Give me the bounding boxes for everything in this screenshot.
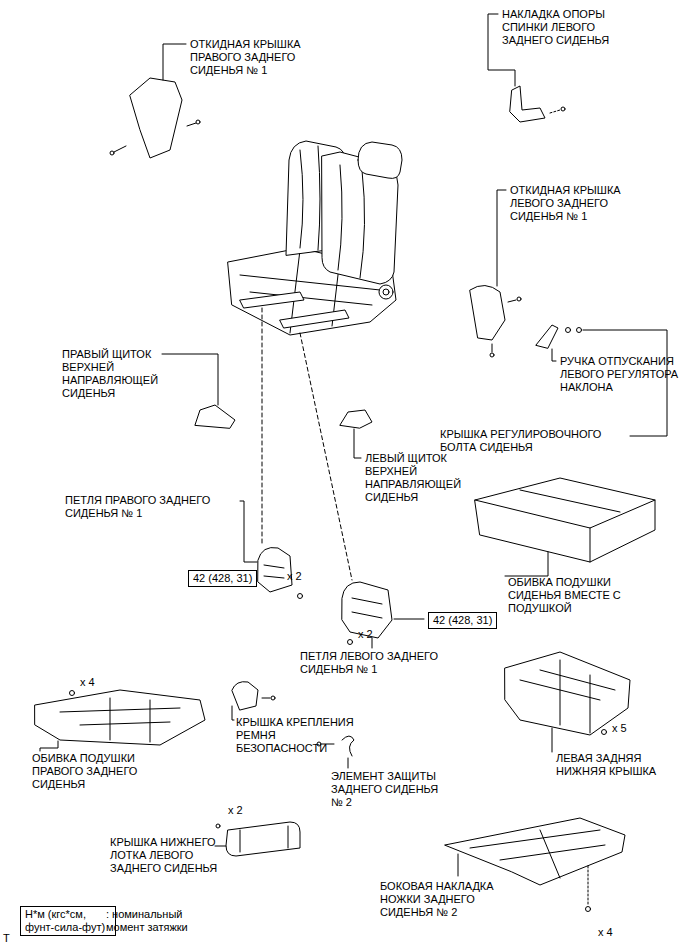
release-handle [536, 325, 558, 348]
screw-line [550, 110, 560, 113]
leader-line [232, 706, 234, 720]
bolt [298, 594, 303, 599]
screw [196, 120, 200, 124]
part-name: ОТКИДНАЯ КРЫШКА ЛЕВОГО ЗАДНЕГО СИДЕНЬЯ №… [510, 184, 640, 223]
leader-line [215, 846, 226, 847]
lower-cover [505, 652, 630, 735]
trim-rib [60, 698, 180, 742]
quantity-mark: x 2 [228, 804, 243, 817]
part-name: ПРАВЫЙ ЩИТОК ВЕРХНЕЙ НАПРАВЛЯЮЩЕЙ СИДЕНЬ… [62, 348, 162, 400]
torque-box: 42 (428, 31) [428, 612, 497, 629]
hinge-detail [264, 565, 284, 578]
leader-line [497, 190, 506, 286]
leader-line [354, 429, 361, 458]
quantity-mark: x 5 [612, 722, 627, 735]
torque-box: 42 (428, 31) [188, 570, 257, 587]
protector-element [342, 736, 354, 756]
screw [492, 300, 516, 352]
leader-line [394, 619, 424, 620]
part-name: РУЧКА ОТПУСКАНИЯ ЛЕВОГО РЕГУЛЯТОРА НАКЛО… [560, 355, 682, 394]
recliner-mechanism [383, 289, 389, 295]
cover-rib [520, 660, 615, 733]
stitch-line [300, 146, 320, 250]
part-name: ОБИВКА ПОДУШКИ ПРАВОГО ЗАДНЕГО СИДЕНЬЯ [32, 752, 152, 791]
leg-trim [445, 818, 625, 885]
fold-cover [470, 285, 505, 340]
rail-shield [340, 410, 372, 428]
stitch-line [338, 165, 365, 278]
leader-line [163, 44, 186, 80]
leader-line [40, 741, 58, 751]
support-trim [510, 86, 545, 122]
seat-rail [240, 292, 304, 308]
screw [561, 107, 565, 111]
box-text: 42 (428, 31) [433, 614, 492, 627]
legend-note: : номинальный момент затяжки [106, 908, 216, 934]
headrest [358, 142, 402, 178]
part-name: ЛЕВЫЙ ЩИТОК ВЕРХНЕЙ НАПРАВЛЯЮЩЕЙ СИДЕНЬЯ [365, 452, 465, 504]
screw-line [588, 866, 589, 905]
part-name: НАКЛАДКА ОПОРЫ СПИНКИ ЛЕВОГО ЗАДНЕГО СИД… [502, 8, 612, 47]
figure-code: T [3, 932, 10, 945]
hinge-detail [352, 598, 382, 618]
assembly-line [262, 308, 352, 580]
quantity-mark: x 4 [80, 676, 95, 689]
leader-line [458, 854, 459, 876]
screw [271, 696, 275, 700]
bolt-cover [577, 328, 582, 333]
leader-line [162, 354, 218, 405]
cushion-trim [35, 690, 205, 745]
bolt [348, 640, 353, 645]
leader-line [552, 349, 556, 361]
part-name: ПЕТЛЯ ПРАВОГО ЗАДНЕГО СИДЕНЬЯ № 1 [65, 494, 235, 520]
seat-rail [280, 310, 349, 328]
legend-key-box: Н*м (кгс*см, фунт-сила-фут) [20, 906, 116, 936]
part-name: ЭЛЕМЕНТ ЗАЩИТЫ ЗАДНЕГО СИДЕНЬЯ № 2 [331, 770, 451, 809]
fold-cover [130, 78, 182, 158]
part-name: КРЫШКА НИЖНЕГО ЛОТКА ЛЕВОГО ЗАДНЕГО СИДЕ… [110, 836, 220, 875]
quantity-mark: x 2 [358, 628, 373, 641]
belt-anchor-cover [232, 682, 258, 710]
part-name: ОТКИДНАЯ КРЫШКА ПРАВОГО ЗАДНЕГО СИДЕНЬЯ … [190, 38, 308, 77]
leader-line [240, 501, 257, 562]
cushion-seam [475, 490, 655, 562]
part-name: ПЕТЛЯ ЛЕВОГО ЗАДНЕГО СИДЕНЬЯ № 1 [300, 650, 460, 676]
screw [262, 698, 270, 699]
recliner-mechanism [379, 285, 393, 299]
seat-cushion [475, 478, 655, 562]
screw [490, 353, 494, 357]
part-name: БОКОВАЯ НАКЛАДКА НОЖКИ ЗАДНЕГО СИДЕНЬЯ №… [380, 880, 510, 919]
box-text: 42 (428, 31) [193, 572, 252, 585]
part-name: ОБИВКА ПОДУШКИ СИДЕНЬЯ ВМЕСТЕ С ПОДУШКОЙ [508, 576, 638, 615]
part-name: КРЫШКА РЕГУЛИРОВОЧНОГО БОЛТА СИДЕНЬЯ [440, 428, 625, 454]
trim-rib [470, 830, 605, 878]
part-name: ЛЕВАЯ ЗАДНЯЯ НИЖНЯЯ КРЫШКА [556, 752, 666, 778]
screw [216, 824, 220, 828]
screw [586, 907, 591, 912]
bolt [566, 328, 571, 333]
tray-cover [226, 822, 300, 856]
quantity-mark: x 2 [287, 570, 302, 583]
box-text: Н*м (кгс*см, фунт-сила-фут) [25, 908, 111, 934]
seat-assembly [228, 141, 402, 335]
seat-hinge [258, 548, 292, 593]
screw [70, 691, 75, 696]
tray-detail [240, 826, 288, 852]
screw [110, 151, 114, 155]
screw [114, 123, 196, 152]
rail-shield [195, 405, 235, 428]
part-name: КРЫШКА КРЕПЛЕНИЯ РЕМНЯ БЕЗОПАСНОСТИ [236, 716, 356, 755]
leader-line [348, 758, 349, 768]
screw [517, 297, 521, 301]
screw [602, 730, 607, 735]
leader-line [552, 728, 553, 752]
quantity-mark: x 4 [598, 926, 613, 939]
leader-line [505, 552, 548, 576]
